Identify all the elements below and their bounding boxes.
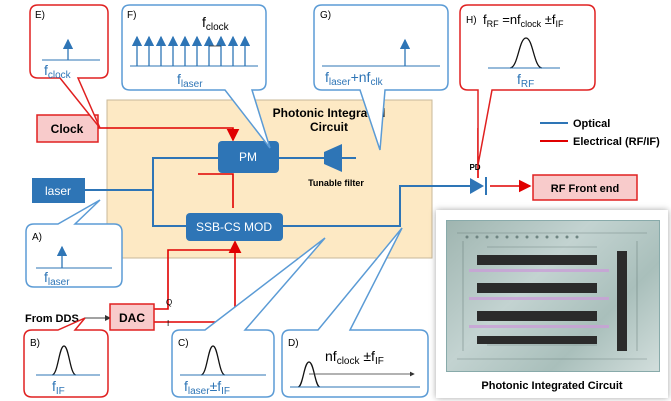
callout-g: G) flaser+nfclk <box>313 4 449 151</box>
callout-f-top: fclock <box>202 14 230 33</box>
tunable-filter-label: Tunable filter <box>308 178 364 188</box>
callout-e: E) fclock <box>29 4 109 129</box>
pd-label: PD <box>469 163 480 172</box>
ssb-mod-block[interactable] <box>186 213 283 241</box>
pm-label: PM <box>239 150 257 164</box>
legend-optical: Optical <box>573 118 610 130</box>
callout-f: F) fclock flaser <box>121 4 271 149</box>
callout-b: B) fIF <box>23 317 109 398</box>
rf-front-end-block[interactable] <box>532 174 638 201</box>
callout-e-label: fclock <box>44 62 72 81</box>
dac-block[interactable] <box>109 303 155 331</box>
i-label: I <box>167 319 169 328</box>
pm-block[interactable] <box>218 141 279 173</box>
callout-h-equation: fRF =nfclock ±fIF <box>483 12 564 29</box>
callout-a-label: flaser <box>44 269 70 288</box>
chip-photo-caption: Photonic Integrated Circuit <box>481 380 623 392</box>
laser-block[interactable] <box>32 178 85 203</box>
photodiode-icon <box>470 177 487 195</box>
comb-lines <box>131 35 251 66</box>
callout-e-tag: E) <box>35 10 45 21</box>
optical-paths <box>85 157 470 227</box>
q-label: Q <box>166 298 172 307</box>
callout-a-tag: A) <box>32 232 42 243</box>
callout-c-label: flaser±fIF <box>184 378 230 397</box>
callout-b-label: fIF <box>52 378 65 397</box>
callout-d-tag: D) <box>288 338 299 349</box>
callout-h-label: fRF <box>517 71 534 90</box>
callout-a: A) flaser <box>25 199 123 288</box>
legend: Optical Electrical (RF/IF) <box>540 118 660 148</box>
from-dds-label: From DDS <box>25 313 79 325</box>
callout-f-tag: F) <box>127 10 136 21</box>
callout-c-tag: C) <box>178 338 189 349</box>
callout-d: D) nfclock ±fIF <box>281 227 429 398</box>
callout-g-label: flaser+nfclk <box>325 69 384 88</box>
pic-title-line1: Photonic Integrated <box>273 106 386 120</box>
callout-b-tag: B) <box>30 338 40 349</box>
clock-label: Clock <box>51 122 84 136</box>
callout-h: H) fRF =nfclock ±fIF fRF <box>459 4 596 166</box>
callout-c: C) flaser±fIF <box>171 237 326 398</box>
legend-electrical: Electrical (RF/IF) <box>573 136 660 148</box>
callout-f-label: flaser <box>177 71 203 90</box>
callout-d-label: nfclock ±fIF <box>325 348 384 367</box>
pic-title-line2: Circuit <box>310 120 348 134</box>
ssb-mod-label: SSB-CS MOD <box>196 220 272 234</box>
dac-label: DAC <box>119 311 145 325</box>
callout-g-tag: G) <box>320 10 331 21</box>
tunable-filter-icon <box>324 144 342 172</box>
laser-label: laser <box>45 184 71 198</box>
chip-photo-frame: Photonic Integrated Circuit <box>436 210 668 398</box>
callout-h-tag: H) <box>466 15 477 26</box>
chip-photo <box>446 220 660 372</box>
rf-front-end-label: RF Front end <box>551 183 619 195</box>
clock-block[interactable] <box>36 114 99 143</box>
